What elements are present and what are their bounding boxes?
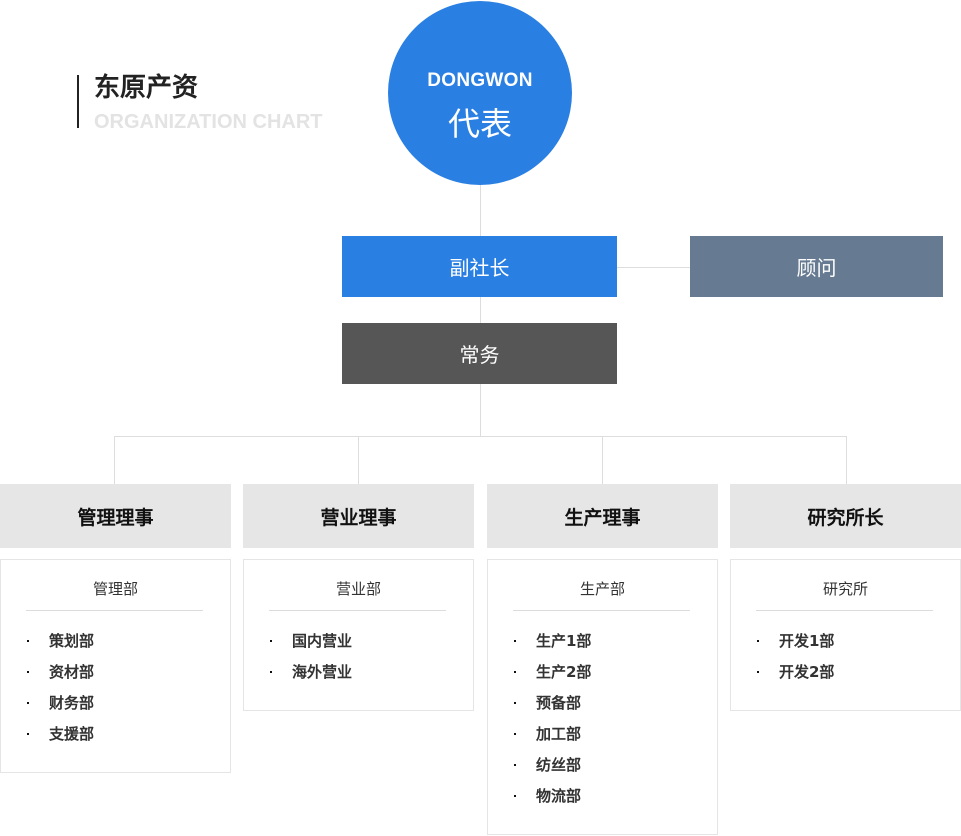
- list-item: 资材部: [1, 662, 230, 693]
- director-node-research: 研究所长: [730, 484, 961, 548]
- vice-president-label: 副社长: [449, 256, 510, 280]
- connector-ed-down: [480, 384, 481, 436]
- divider: [26, 610, 203, 611]
- ceo-company-name: DONGWON: [427, 70, 533, 91]
- bullet-icon: [514, 671, 516, 673]
- executive-director-node: 常务: [342, 323, 617, 384]
- unit-label: 开发1部: [779, 632, 835, 650]
- unit-label: 支援部: [49, 725, 95, 743]
- advisor-label: 顾问: [796, 256, 837, 280]
- list-item: 预备部: [488, 693, 717, 724]
- department-title: 营业部: [335, 580, 381, 598]
- divider: [269, 610, 446, 611]
- ceo-title: 代表: [447, 105, 512, 143]
- list-item: 开发1部: [731, 631, 960, 662]
- connector-vp-ed: [480, 297, 481, 323]
- director-node-production: 生产理事: [487, 484, 718, 548]
- bullet-icon: [27, 733, 29, 735]
- unit-label: 国内营业: [292, 632, 353, 650]
- unit-list: 生产1部 生产2部 预备部 加工部 纺丝部 物流部: [488, 631, 717, 834]
- list-item: 策划部: [1, 631, 230, 662]
- bullet-icon: [757, 640, 759, 642]
- connector-ceo-vp: [480, 185, 481, 236]
- department-card-management: 管理部 策划部 资材部 财务部 支援部: [0, 559, 231, 773]
- bullet-icon: [514, 733, 516, 735]
- list-item: 国内营业: [244, 631, 473, 662]
- unit-list: 国内营业 海外营业: [244, 631, 473, 710]
- unit-label: 财务部: [49, 694, 95, 712]
- unit-label: 预备部: [536, 694, 582, 712]
- unit-label: 物流部: [536, 787, 582, 805]
- list-item: 物流部: [488, 786, 717, 817]
- bullet-icon: [514, 764, 516, 766]
- director-label: 研究所长: [807, 506, 884, 529]
- director-node-sales: 营业理事: [243, 484, 474, 548]
- connector-drop-4: [846, 436, 847, 484]
- unit-label: 资材部: [49, 663, 95, 681]
- connector-drop-2: [358, 436, 359, 484]
- unit-label: 海外营业: [292, 663, 353, 681]
- director-node-management: 管理理事: [0, 484, 231, 548]
- connector-vp-advisor: [617, 267, 690, 268]
- header-accent-bar: [77, 75, 79, 128]
- unit-list: 策划部 资材部 财务部 支援部: [1, 631, 230, 772]
- list-item: 开发2部: [731, 662, 960, 693]
- list-item: 生产2部: [488, 662, 717, 693]
- unit-label: 开发2部: [779, 663, 835, 681]
- bullet-icon: [270, 671, 272, 673]
- page-title: 东原产资: [94, 73, 199, 103]
- bullet-icon: [270, 640, 272, 642]
- department-card-production: 生产部 生产1部 生产2部 预备部 加工部 纺丝部 物流部: [487, 559, 718, 835]
- bullet-icon: [514, 702, 516, 704]
- bullet-icon: [514, 795, 516, 797]
- list-item: 财务部: [1, 693, 230, 724]
- bullet-icon: [27, 640, 29, 642]
- department-card-sales: 营业部 国内营业 海外营业: [243, 559, 474, 711]
- connector-horizontal: [114, 436, 847, 437]
- divider: [756, 610, 933, 611]
- unit-label: 策划部: [49, 632, 95, 650]
- advisor-node: 顾问: [690, 236, 943, 297]
- list-item: 支援部: [1, 724, 230, 755]
- unit-label: 纺丝部: [536, 756, 582, 774]
- unit-label: 生产2部: [536, 663, 592, 681]
- list-item: 生产1部: [488, 631, 717, 662]
- bullet-icon: [514, 640, 516, 642]
- bullet-icon: [27, 702, 29, 704]
- department-title: 管理部: [92, 580, 138, 598]
- connector-drop-1: [114, 436, 115, 484]
- unit-label: 加工部: [536, 725, 582, 743]
- director-label: 生产理事: [564, 506, 641, 529]
- divider: [513, 610, 690, 611]
- list-item: 海外营业: [244, 662, 473, 693]
- director-label: 管理理事: [77, 506, 154, 529]
- vice-president-node: 副社长: [342, 236, 617, 297]
- director-label: 营业理事: [320, 506, 397, 529]
- unit-label: 生产1部: [536, 632, 592, 650]
- bullet-icon: [757, 671, 759, 673]
- connector-drop-3: [602, 436, 603, 484]
- department-title: 生产部: [579, 580, 625, 598]
- department-card-research: 研究所 开发1部 开发2部: [730, 559, 961, 711]
- department-title: 研究所: [822, 580, 868, 598]
- page-subtitle: ORGANIZATION CHART: [94, 111, 323, 133]
- list-item: 加工部: [488, 724, 717, 755]
- executive-director-label: 常务: [459, 343, 500, 367]
- ceo-node: DONGWON 代表: [388, 1, 572, 185]
- unit-list: 开发1部 开发2部: [731, 631, 960, 710]
- bullet-icon: [27, 671, 29, 673]
- list-item: 纺丝部: [488, 755, 717, 786]
